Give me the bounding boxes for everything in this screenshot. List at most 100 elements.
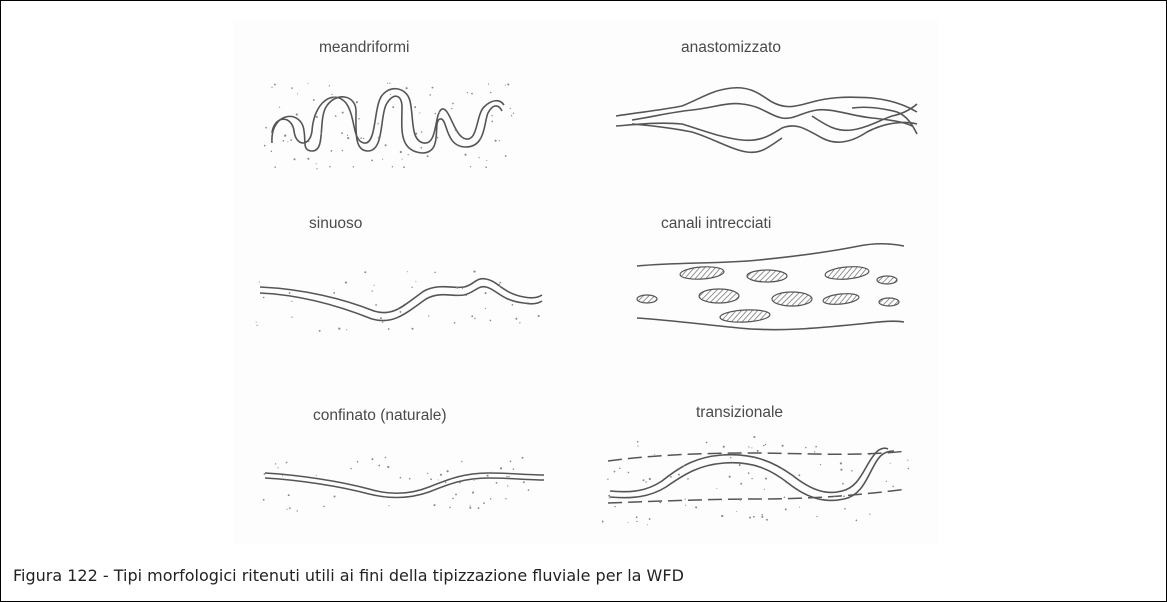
- stipple-dot: [485, 166, 487, 168]
- stipple-dot: [908, 468, 910, 470]
- label-sinuoso: sinuoso: [309, 215, 362, 233]
- stipple-dot: [372, 290, 373, 291]
- stipple-dot: [614, 471, 616, 473]
- stipple-dot: [499, 284, 500, 285]
- stipple-dot: [263, 499, 265, 501]
- stipple-dot: [415, 133, 417, 135]
- stipple-dot: [283, 140, 285, 142]
- stipple-dot: [347, 137, 349, 139]
- stipple-dot: [456, 287, 458, 289]
- stipple-dot: [296, 113, 298, 115]
- stipple-dot: [781, 468, 782, 469]
- stipple-dot: [840, 469, 842, 471]
- stipple-dot: [289, 507, 291, 509]
- stipple-dot: [414, 106, 416, 108]
- stipple-dot: [374, 285, 375, 286]
- stipple-dot: [297, 510, 298, 511]
- stipple-dot: [649, 518, 651, 520]
- stipple-dot: [428, 315, 429, 316]
- stipple-dot: [840, 462, 842, 464]
- stipple-dot: [375, 304, 377, 306]
- stipple-dot: [736, 511, 737, 512]
- stipple-dot: [471, 315, 473, 317]
- stipple-dot: [432, 87, 434, 89]
- stipple-dot: [814, 451, 815, 452]
- meandering-channel-drawing: [264, 81, 524, 171]
- stipple-dot: [511, 115, 512, 116]
- stipple-dot: [282, 475, 283, 476]
- stipple-dot: [723, 446, 725, 448]
- stipple-dot: [470, 505, 471, 506]
- stipple-dot: [377, 123, 378, 124]
- stipple-dot: [440, 474, 442, 476]
- stipple-dot: [753, 436, 755, 438]
- stipple-dot: [316, 475, 317, 476]
- braided-channel-drawing: [629, 236, 909, 351]
- stipple-dot: [451, 108, 452, 109]
- stipple-dot: [461, 461, 462, 462]
- stipple-dot: [329, 166, 330, 167]
- stipple-dot: [284, 135, 286, 137]
- stipple-dot: [427, 155, 429, 157]
- stipple-dot: [357, 461, 359, 463]
- stipple-dot: [329, 85, 330, 86]
- stipple-dot: [455, 494, 457, 496]
- stipple-dot: [851, 470, 852, 471]
- stipple-dot: [805, 447, 807, 449]
- stipple-dot: [411, 328, 413, 330]
- stipple-dot: [380, 317, 382, 319]
- stipple-dot: [716, 488, 717, 489]
- stipple-dot: [346, 329, 347, 330]
- sinuous-channel-drawing: [254, 259, 544, 339]
- stipple-dot: [485, 308, 486, 309]
- stipple-dot: [492, 472, 493, 473]
- stipple-dot: [400, 477, 402, 479]
- stipple-dot: [486, 160, 487, 161]
- stipple-dot: [491, 115, 492, 116]
- stipple-dot: [782, 445, 784, 447]
- stipple-dot: [496, 482, 498, 484]
- stipple-dot: [347, 135, 348, 136]
- stipple-dot: [816, 516, 817, 517]
- stipple-dot: [286, 462, 288, 464]
- stipple-dot: [510, 461, 512, 463]
- stipple-dot: [505, 155, 507, 157]
- stipple-dot: [287, 141, 288, 142]
- stipple-dot: [761, 516, 763, 518]
- stipple-dot: [333, 292, 335, 294]
- stipple-dot: [844, 508, 846, 510]
- stipple-dot: [602, 520, 604, 522]
- stipple-dot: [279, 107, 280, 108]
- stipple-dot: [271, 150, 273, 152]
- stipple-dot: [608, 495, 610, 497]
- stipple-dot: [402, 159, 403, 160]
- stipple-dot: [445, 481, 447, 483]
- stipple-dot: [356, 101, 358, 103]
- stipple-dot: [649, 478, 651, 480]
- stipple-dot: [256, 325, 257, 326]
- stipple-dot: [706, 442, 708, 444]
- stipple-dot: [721, 515, 723, 517]
- stipple-dot: [316, 116, 318, 118]
- stipple-dot: [683, 465, 685, 467]
- figure-caption: Figura 122 - Tipi morfologici ritenuti u…: [13, 566, 684, 585]
- stipple-dot: [505, 85, 506, 86]
- stipple-dot: [505, 498, 506, 499]
- stipple-dot: [506, 476, 507, 477]
- stipple-dot: [628, 472, 630, 474]
- stipple-dot: [869, 454, 870, 455]
- stipple-dot: [449, 507, 451, 509]
- stipple-dot: [387, 466, 389, 468]
- stipple-dot: [406, 87, 408, 89]
- stipple-dot: [323, 506, 325, 508]
- stipple-dot: [784, 497, 786, 499]
- stipple-dot: [499, 140, 500, 141]
- stipple-dot: [687, 478, 689, 480]
- stipple-dot: [766, 519, 768, 521]
- stipple-dot: [274, 166, 276, 168]
- stipple-dot: [421, 147, 423, 149]
- stipple-dot: [466, 295, 467, 296]
- stipple-dot: [429, 94, 431, 96]
- stipple-dot: [820, 464, 821, 465]
- stipple-dot: [459, 482, 461, 484]
